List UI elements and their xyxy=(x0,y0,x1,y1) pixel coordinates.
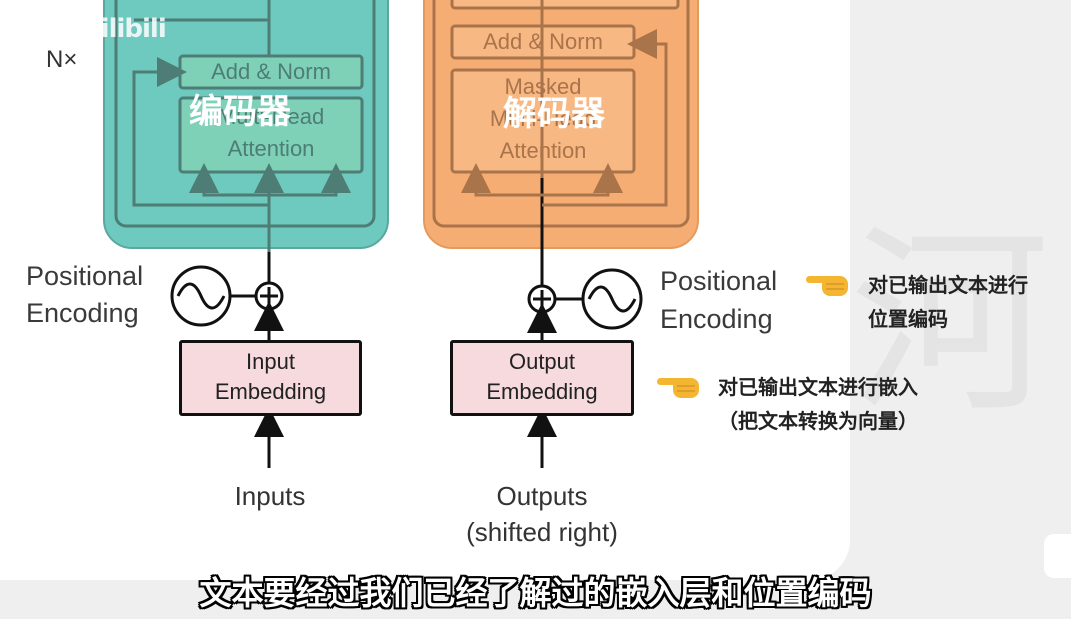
pe-note-line1: 对已输出文本进行 xyxy=(868,273,1028,297)
decoder-inner-frame xyxy=(432,0,690,228)
output-embedding-box: Output Embedding xyxy=(450,340,634,416)
decoder-attention-line2: Multi-Head xyxy=(489,106,597,131)
decoder-attention-line3: Attention xyxy=(499,138,587,163)
decoder-attention-line1: Masked xyxy=(504,74,582,99)
bilibili-watermark: 老农叫 bilibili xyxy=(0,14,167,44)
encoder-attention-line1: Multi-Head xyxy=(217,104,325,129)
decoder-add-norm-label: Add & Norm xyxy=(483,29,603,54)
output-embedding-line1: Output xyxy=(508,349,576,374)
background-glyph: 河 xyxy=(850,207,1051,440)
decoder-overlay-label: 解码器 xyxy=(503,94,605,134)
video-subtitle: 文本要经过我们已经了解过的嵌入层和位置编码 xyxy=(199,574,872,612)
inputs-label: Inputs xyxy=(234,481,306,511)
encoder-inner-frame xyxy=(114,0,376,228)
decoder-pe-line1: Positional xyxy=(660,266,778,296)
encoder-add-norm-label: Add & Norm xyxy=(211,59,331,84)
decoder-pe-line2: Encoding xyxy=(660,304,773,334)
nx-label: N× xyxy=(46,46,78,73)
outputs-label: Outputs xyxy=(496,481,588,511)
emb-note-line1: 对已输出文本进行嵌入 xyxy=(718,375,918,399)
input-embedding-line1: Input xyxy=(246,349,295,374)
emb-note-line2: （把文本转换为向量） xyxy=(718,409,918,433)
encoder-overlay-label: 编码器 xyxy=(189,92,291,132)
pointing-hand-icon xyxy=(657,370,705,400)
encoder-pe-line1: Positional xyxy=(26,261,144,291)
encoder-pe-line2: Encoding xyxy=(26,298,139,328)
side-panel-button[interactable] xyxy=(1044,534,1071,578)
output-embedding-line2: Embedding xyxy=(486,379,598,404)
input-embedding-box: Input Embedding xyxy=(179,340,362,416)
pointing-hand-icon xyxy=(806,268,854,298)
outputs-shifted-label: (shifted right) xyxy=(466,517,618,547)
encoder-attention-line2: Attention xyxy=(227,136,315,161)
decoder-top-box xyxy=(450,0,680,10)
input-embedding-line2: Embedding xyxy=(214,379,327,404)
pe-note-line2: 位置编码 xyxy=(868,307,948,331)
